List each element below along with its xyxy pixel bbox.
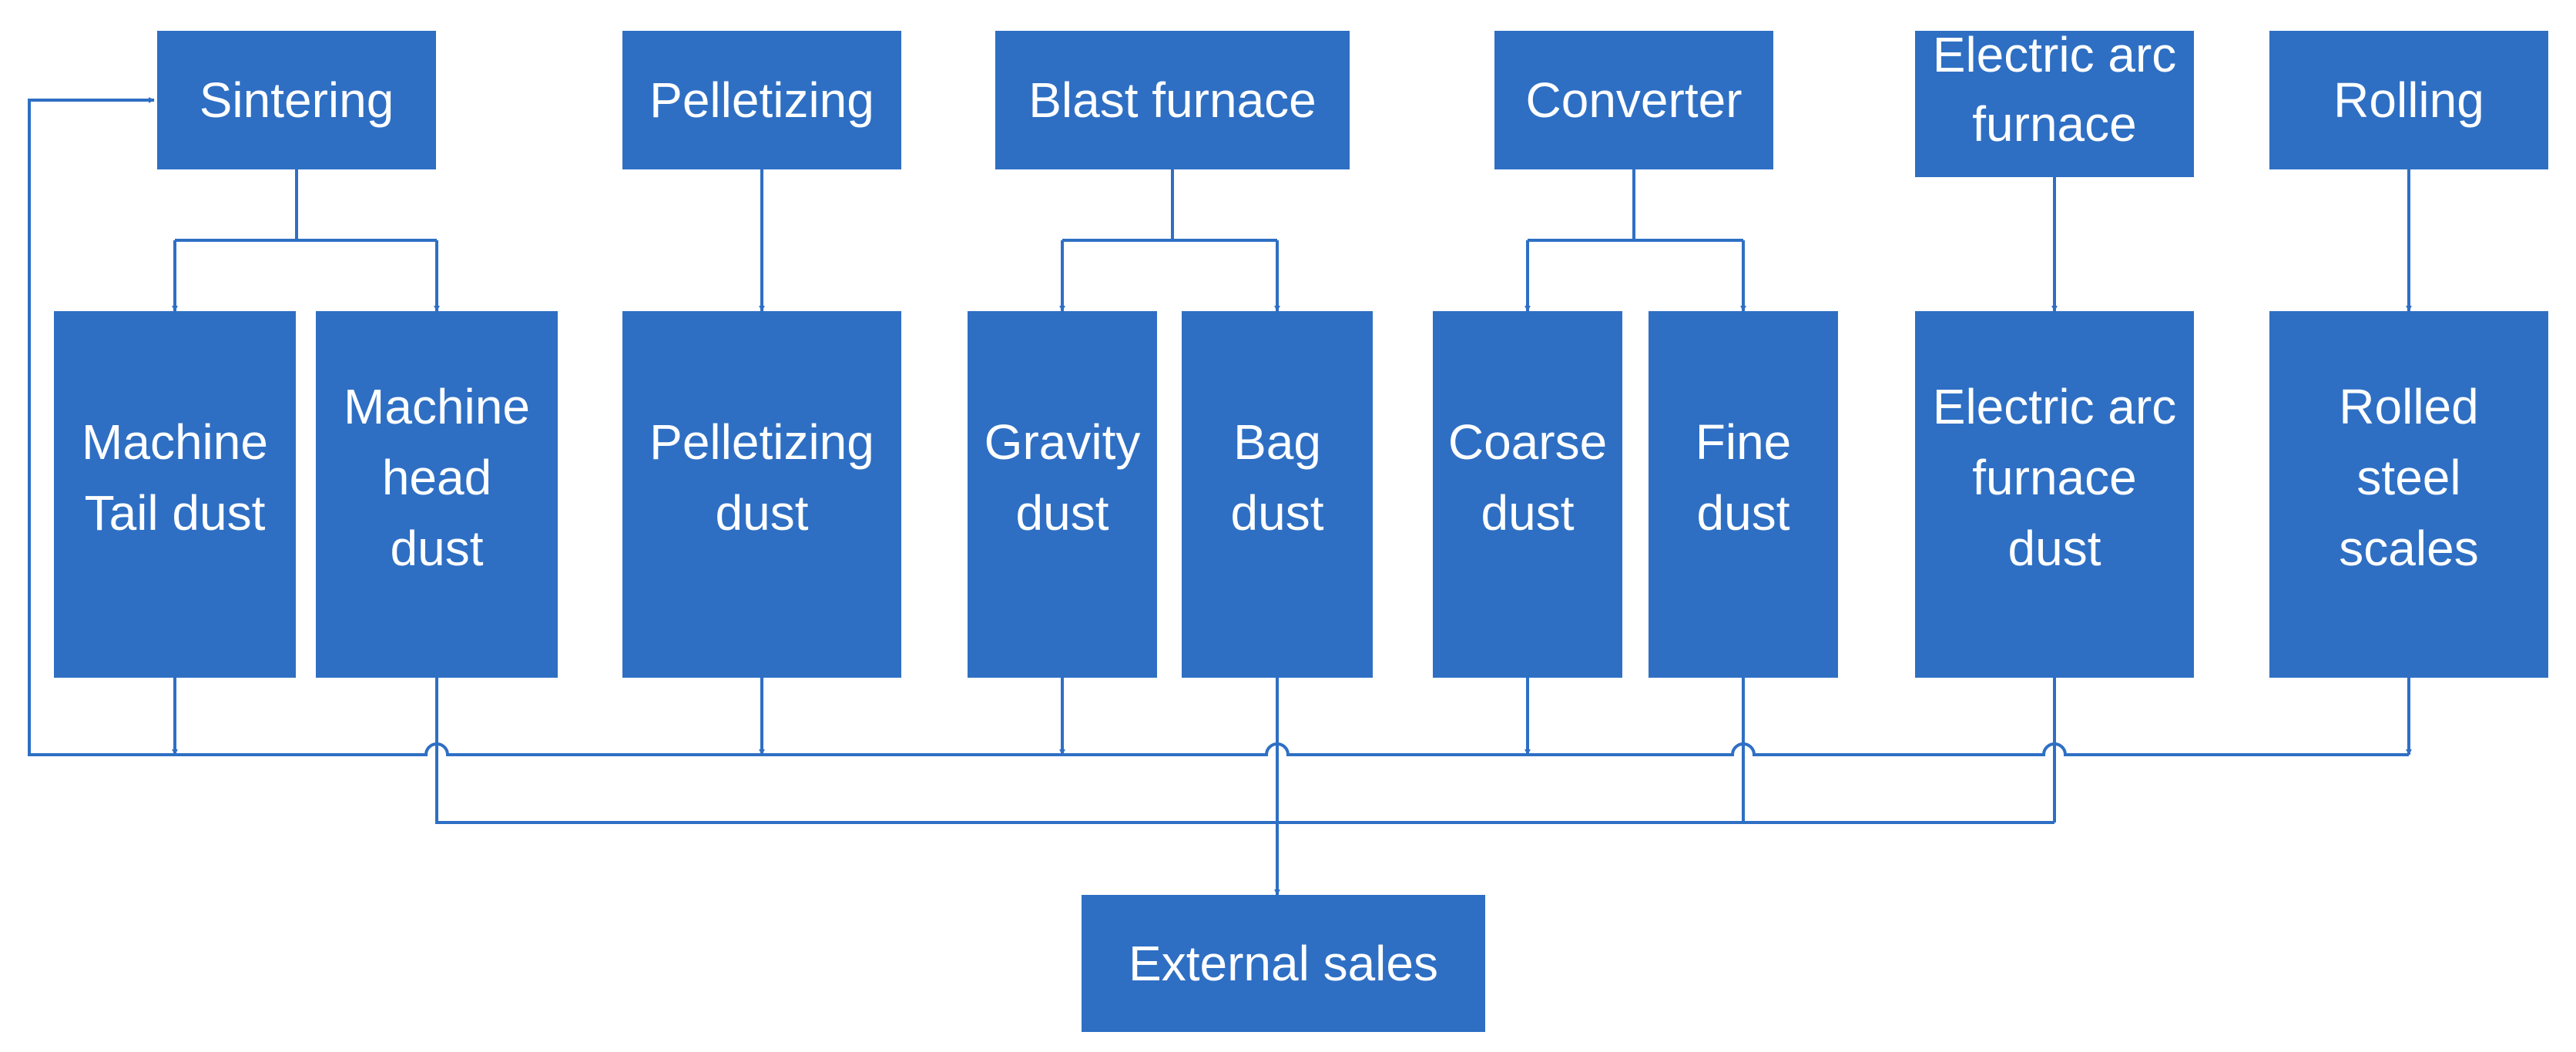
blast-furnace-split-connector [1062, 169, 1277, 242]
process-box-pelletizing: Pelletizing [622, 31, 901, 169]
process-box-blast-furnace: Blast furnace [995, 31, 1350, 169]
external-sales-collector [435, 678, 2054, 824]
process-box-rolling: Rolling [2269, 31, 2548, 169]
process-label-rolling: Rolling [2333, 72, 2484, 128]
process-box-sintering: Sintering [157, 31, 436, 169]
connector-layer [28, 97, 2412, 896]
sink-box-external-sales: External sales [1082, 895, 1485, 1032]
process-label-sintering: Sintering [200, 72, 394, 128]
process-label-converter: Converter [1526, 72, 1742, 128]
recycle-collector-to-sintering [28, 97, 2409, 756]
process-box-converter: Converter [1494, 31, 1773, 169]
sink-label-external-sales: External sales [1129, 936, 1438, 991]
process-label-blast-furnace: Blast furnace [1028, 72, 1317, 128]
converter-split-connector [1528, 169, 1743, 242]
process-label-pelletizing: Pelletizing [649, 72, 874, 128]
sintering-split-connector [175, 169, 437, 242]
